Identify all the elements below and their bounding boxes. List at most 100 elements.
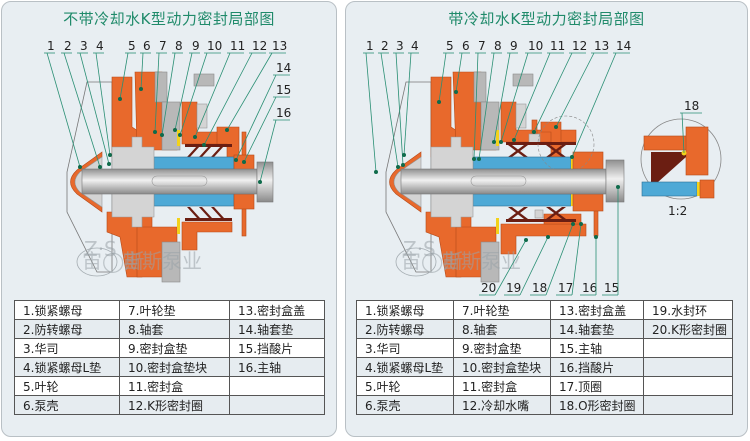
callout-2: 2 — [64, 39, 72, 53]
callout-dot — [396, 165, 400, 169]
seal-box-lower — [500, 223, 587, 255]
callout-19: 19 — [506, 281, 521, 295]
callout-8: 8 — [175, 39, 183, 53]
sleeve-pad-lower — [572, 193, 604, 212]
callout-dot — [374, 170, 378, 174]
gasket-lower — [177, 218, 180, 234]
leader-line — [519, 236, 549, 296]
keyway — [470, 175, 527, 187]
leader-line — [63, 52, 101, 168]
callout-1: 1 — [366, 39, 374, 53]
callout-13: 13 — [594, 39, 609, 53]
top-block — [512, 73, 534, 87]
callout-dot — [524, 238, 528, 242]
watermark: Z·S 宙◯斯 宙斯泵业 — [76, 237, 202, 277]
watermark: Z·S 宙◯斯 宙斯泵业 — [395, 237, 521, 277]
callout-dot — [570, 155, 574, 159]
leader-line — [473, 52, 479, 160]
leader-line — [493, 52, 511, 143]
callout-15: 15 — [604, 281, 619, 295]
callout-dot — [492, 140, 496, 144]
legend-cell: 14.轴套垫 — [229, 319, 325, 339]
sleeve-pad — [572, 151, 604, 170]
watermark-logo-sub: 宙◯斯 — [401, 249, 463, 273]
leader-line — [455, 52, 463, 93]
callout-dot — [437, 100, 441, 104]
callout-15: 15 — [276, 83, 291, 97]
callout-3: 3 — [396, 39, 404, 53]
legend-cell: 6.泵壳 — [356, 395, 454, 415]
callout-5: 5 — [128, 39, 136, 53]
callout-10: 10 — [528, 39, 543, 53]
sleeve-pad-gasket — [571, 157, 573, 169]
callout-dot — [108, 153, 112, 157]
callout-4: 4 — [96, 39, 104, 53]
detail-marker-circle — [537, 115, 595, 173]
callout-16: 16 — [582, 281, 597, 295]
bolt — [515, 103, 527, 129]
shaft-sleeve-lower — [153, 193, 235, 207]
leader-line — [174, 52, 193, 131]
callout-dot — [234, 158, 238, 162]
callout-dot — [98, 165, 102, 169]
bracket-mid — [161, 101, 181, 151]
callout-3: 3 — [80, 39, 88, 53]
callout-16: 16 — [276, 106, 291, 120]
callout-12: 12 — [252, 39, 267, 53]
callout-dot — [571, 222, 575, 226]
shaft-sleeve — [472, 156, 572, 170]
watermark-logo: Z·S — [84, 237, 117, 261]
legend-cell — [643, 376, 733, 396]
callout-dot — [454, 90, 458, 94]
leader-line — [478, 52, 495, 160]
legend-cell — [643, 338, 733, 358]
shaft-sleeve — [153, 156, 235, 170]
water-seal-ring — [534, 209, 544, 219]
legend-cell: 14.轴套垫 — [550, 319, 644, 339]
leader-line — [154, 52, 160, 133]
seal-box-lower — [181, 221, 233, 251]
legend-cell: 9.密封盒垫 — [119, 338, 230, 358]
leader-line — [226, 52, 273, 131]
k-seal-upper — [506, 142, 576, 157]
leader-line — [494, 239, 527, 296]
main-shaft — [81, 168, 258, 195]
legend-cell: 11.密封盒 — [453, 376, 551, 396]
legend-cell: 18.O形密封圈 — [550, 395, 644, 415]
legend-cell: 10.密封盒垫块 — [453, 357, 551, 377]
leader-line — [555, 52, 595, 128]
sleeve-pad-lower — [233, 193, 255, 210]
k-seal-upper — [185, 144, 232, 157]
legend-cell — [229, 376, 325, 396]
callout-dot — [107, 162, 111, 166]
callout-dot — [118, 97, 122, 101]
callout-6: 6 — [143, 39, 151, 53]
leader-line — [438, 52, 447, 103]
callout-dot — [242, 160, 246, 164]
keyway — [151, 175, 208, 187]
leader-line — [119, 52, 129, 100]
bracket-low — [480, 241, 500, 283]
callout-dot — [402, 153, 406, 157]
leader-line — [365, 52, 377, 173]
callout-dot — [202, 143, 206, 147]
k-seal-lower — [506, 207, 576, 222]
bracket-low — [161, 241, 181, 283]
callout-11: 11 — [550, 39, 565, 53]
legend-cell: 7.叶轮垫 — [453, 300, 551, 320]
legend-cell: 19.水封环 — [643, 300, 733, 320]
legend-cell: 3.华司 — [14, 338, 120, 358]
leader-line — [46, 52, 81, 168]
legend-cell: 1.锁紧螺母 — [14, 300, 120, 320]
callout-dot — [225, 128, 229, 132]
callout-11: 11 — [230, 39, 245, 53]
legend-cell — [643, 395, 733, 415]
legend-cell: 10.密封盒垫块 — [119, 357, 230, 377]
callout-12: 12 — [572, 39, 587, 53]
